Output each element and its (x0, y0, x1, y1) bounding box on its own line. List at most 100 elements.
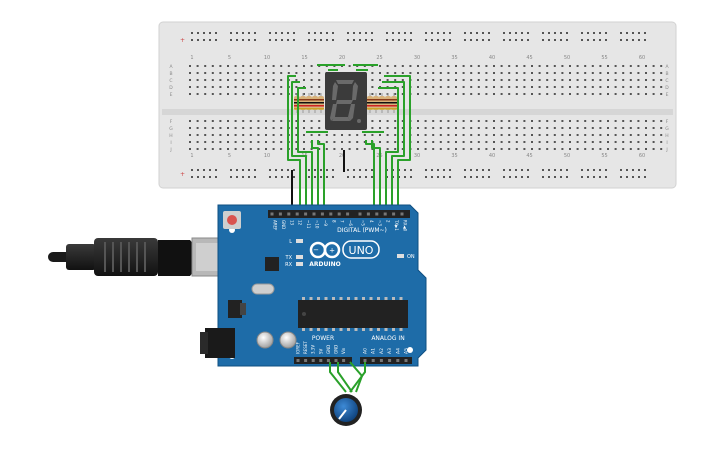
breadboard-hole[interactable] (493, 134, 495, 136)
rail-hole[interactable] (443, 39, 445, 41)
digital-pin[interactable] (346, 212, 350, 216)
breadboard-hole[interactable] (493, 93, 495, 95)
breadboard-hole[interactable] (257, 86, 260, 88)
rail-hole[interactable] (425, 32, 427, 34)
breadboard-hole[interactable] (447, 134, 450, 136)
breadboard-hole[interactable] (584, 120, 587, 122)
breadboard-hole[interactable] (652, 141, 655, 143)
rail-hole[interactable] (293, 169, 295, 171)
breadboard-hole[interactable] (189, 86, 191, 88)
breadboard-hole[interactable] (341, 148, 343, 150)
breadboard-hole[interactable] (257, 93, 260, 95)
breadboard-hole[interactable] (553, 148, 556, 150)
breadboard-hole[interactable] (447, 120, 450, 122)
rail-hole[interactable] (314, 32, 316, 34)
rail-hole[interactable] (254, 39, 256, 41)
breadboard-hole[interactable] (424, 79, 427, 81)
rail-hole[interactable] (242, 39, 244, 41)
rail-hole[interactable] (632, 176, 634, 178)
rail-hole[interactable] (254, 32, 256, 34)
breadboard-hole[interactable] (394, 72, 397, 74)
breadboard-hole[interactable] (280, 120, 283, 122)
breadboard-hole[interactable] (462, 127, 465, 129)
breadboard-hole[interactable] (227, 72, 229, 74)
rail-hole[interactable] (404, 39, 406, 41)
breadboard-hole[interactable] (576, 86, 579, 88)
rail-hole[interactable] (488, 176, 490, 178)
breadboard-hole[interactable] (455, 120, 457, 122)
breadboard-hole[interactable] (531, 79, 533, 81)
breadboard-hole[interactable] (576, 141, 579, 143)
breadboard-hole[interactable] (523, 93, 526, 95)
rail-hole[interactable] (587, 32, 589, 34)
breadboard-hole[interactable] (310, 148, 313, 150)
rail-hole[interactable] (404, 169, 406, 171)
breadboard-hole[interactable] (607, 93, 609, 95)
breadboard-hole[interactable] (227, 86, 229, 88)
breadboard-hole[interactable] (493, 127, 495, 129)
breadboard-hole[interactable] (333, 134, 336, 136)
rail-hole[interactable] (365, 32, 367, 34)
rail-hole[interactable] (449, 39, 451, 41)
breadboard-hole[interactable] (371, 86, 374, 88)
rail-hole[interactable] (332, 32, 334, 34)
breadboard-hole[interactable] (614, 86, 617, 88)
breadboard-hole[interactable] (432, 134, 435, 136)
breadboard-hole[interactable] (257, 72, 260, 74)
breadboard-hole[interactable] (531, 72, 533, 74)
breadboard-hole[interactable] (546, 120, 549, 122)
rail-hole[interactable] (548, 32, 550, 34)
breadboard-hole[interactable] (295, 134, 298, 136)
breadboard-hole[interactable] (356, 148, 359, 150)
breadboard-hole[interactable] (622, 127, 625, 129)
breadboard-hole[interactable] (227, 141, 229, 143)
rail-hole[interactable] (476, 176, 478, 178)
breadboard-hole[interactable] (394, 65, 397, 67)
rail-hole[interactable] (503, 176, 505, 178)
breadboard-hole[interactable] (265, 120, 267, 122)
digital-header-pins[interactable] (270, 212, 404, 216)
digital-pin[interactable] (329, 212, 333, 216)
rail-hole[interactable] (554, 39, 556, 41)
breadboard-hole[interactable] (485, 148, 488, 150)
breadboard-hole[interactable] (265, 72, 267, 74)
rail-hole[interactable] (392, 32, 394, 34)
breadboard-hole[interactable] (439, 148, 442, 150)
rail-hole[interactable] (248, 176, 250, 178)
breadboard-hole[interactable] (211, 120, 214, 122)
breadboard-hole[interactable] (645, 65, 647, 67)
breadboard-hole[interactable] (500, 93, 503, 95)
breadboard-hole[interactable] (629, 148, 632, 150)
breadboard-hole[interactable] (660, 72, 663, 74)
breadboard-hole[interactable] (379, 93, 381, 95)
breadboard-hole[interactable] (477, 120, 480, 122)
breadboard-power-rails[interactable] (191, 32, 646, 178)
breadboard-hole[interactable] (523, 134, 526, 136)
breadboard-hole[interactable] (477, 148, 480, 150)
breadboard-hole[interactable] (295, 127, 298, 129)
breadboard-holes[interactable] (189, 65, 663, 150)
breadboard-hole[interactable] (386, 148, 389, 150)
breadboard-hole[interactable] (219, 72, 222, 74)
breadboard-hole[interactable] (272, 134, 275, 136)
breadboard-hole[interactable] (531, 141, 533, 143)
breadboard-hole[interactable] (508, 86, 511, 88)
breadboard-hole[interactable] (432, 120, 435, 122)
breadboard-hole[interactable] (424, 72, 427, 74)
breadboard-hole[interactable] (211, 93, 214, 95)
breadboard-hole[interactable] (439, 65, 442, 67)
breadboard-hole[interactable] (614, 120, 617, 122)
pot-wire-gnd[interactable] (337, 362, 353, 393)
breadboard-hole[interactable] (242, 134, 245, 136)
breadboard-hole[interactable] (333, 141, 336, 143)
rail-hole[interactable] (236, 169, 238, 171)
breadboard-hole[interactable] (280, 79, 283, 81)
breadboard-hole[interactable] (538, 134, 541, 136)
rail-hole[interactable] (320, 176, 322, 178)
breadboard-hole[interactable] (439, 134, 442, 136)
rail-hole[interactable] (215, 32, 217, 34)
breadboard-hole[interactable] (424, 120, 427, 122)
breadboard-hole[interactable] (584, 127, 587, 129)
breadboard-hole[interactable] (249, 93, 252, 95)
breadboard-hole[interactable] (219, 148, 222, 150)
